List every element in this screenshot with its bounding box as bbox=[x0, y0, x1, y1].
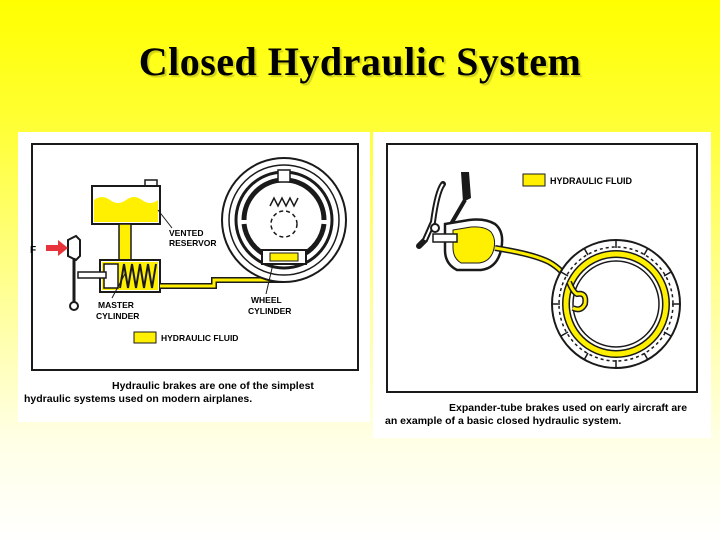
master-cylinder-label-1: MASTER bbox=[98, 300, 134, 310]
brake-hub bbox=[572, 260, 660, 348]
master-cylinder-fluid bbox=[452, 226, 496, 264]
left-caption-line-2: hydraulic systems used on modern airplan… bbox=[24, 393, 253, 405]
wheel-cylinder-fluid bbox=[269, 252, 299, 262]
right-caption-line-2: an example of a basic closed hydraulic s… bbox=[385, 415, 622, 427]
master-cylinder-leader bbox=[111, 271, 127, 299]
force-arrow bbox=[46, 240, 68, 256]
right-caption-line-1: Expander-tube brakes used on early aircr… bbox=[449, 402, 688, 414]
left-caption-line-1: Hydraulic brakes are one of the simplest bbox=[112, 380, 314, 392]
expander-tube-diagram: HYDRAULIC FLUID bbox=[386, 143, 698, 393]
right-caption: Expander-tube brakes used on early aircr… bbox=[385, 402, 705, 428]
force-label: F bbox=[30, 245, 36, 256]
diagram-frame bbox=[31, 143, 359, 371]
hydraulic-brake-panel: F VENTED RESERVOR MASTER CYLINDER WHEEL … bbox=[18, 132, 370, 422]
wheel-cylinder-leader bbox=[265, 263, 274, 295]
legend-label: HYDRAULIC FLUID bbox=[550, 176, 632, 186]
master-cylinder-spring bbox=[119, 263, 157, 289]
wheel-inner-rim bbox=[228, 164, 340, 276]
reservoir-fluid bbox=[94, 197, 158, 222]
hydraulic-brake-diagram: F VENTED RESERVOR MASTER CYLINDER WHEEL … bbox=[30, 143, 359, 371]
reservoir-feed-tube bbox=[118, 223, 132, 263]
tube-inlet-fluid bbox=[567, 281, 587, 311]
legend-swatch bbox=[522, 173, 546, 187]
left-caption: Hydraulic brakes are one of the simplest… bbox=[24, 380, 356, 406]
lever-grip bbox=[461, 172, 471, 202]
shoe-anchor bbox=[277, 169, 291, 183]
lever-pivot bbox=[430, 223, 440, 233]
master-piston-rod bbox=[432, 233, 458, 243]
return-spring bbox=[269, 196, 299, 208]
diagram-frame bbox=[386, 143, 698, 393]
reservoir-leader bbox=[157, 209, 173, 229]
vented-reservoir-label-1: VENTED bbox=[169, 228, 203, 238]
legend-swatch bbox=[133, 331, 157, 344]
piston-rod bbox=[77, 271, 107, 279]
master-cylinder-label-2: CYLINDER bbox=[96, 311, 139, 321]
lever-handle-highlight bbox=[424, 183, 444, 241]
wheel-cylinder-label-1: WHEEL bbox=[251, 295, 282, 305]
expander-tube-fluid bbox=[563, 251, 669, 357]
vented-reservoir-label-2: RESERVOR bbox=[169, 238, 217, 248]
pedal-pivot bbox=[69, 301, 79, 311]
expander-tube-panel: HYDRAULIC FLUID bbox=[373, 132, 711, 438]
legend-label: HYDRAULIC FLUID bbox=[161, 333, 238, 343]
brake-pedal-pad bbox=[67, 234, 81, 262]
wheel-outer-rim bbox=[221, 157, 347, 283]
wheel-cylinder-label-2: CYLINDER bbox=[248, 306, 291, 316]
axle-outline bbox=[270, 210, 298, 238]
slide-title: Closed Hydraulic System bbox=[138, 39, 582, 84]
return-spring-clips bbox=[552, 240, 680, 368]
